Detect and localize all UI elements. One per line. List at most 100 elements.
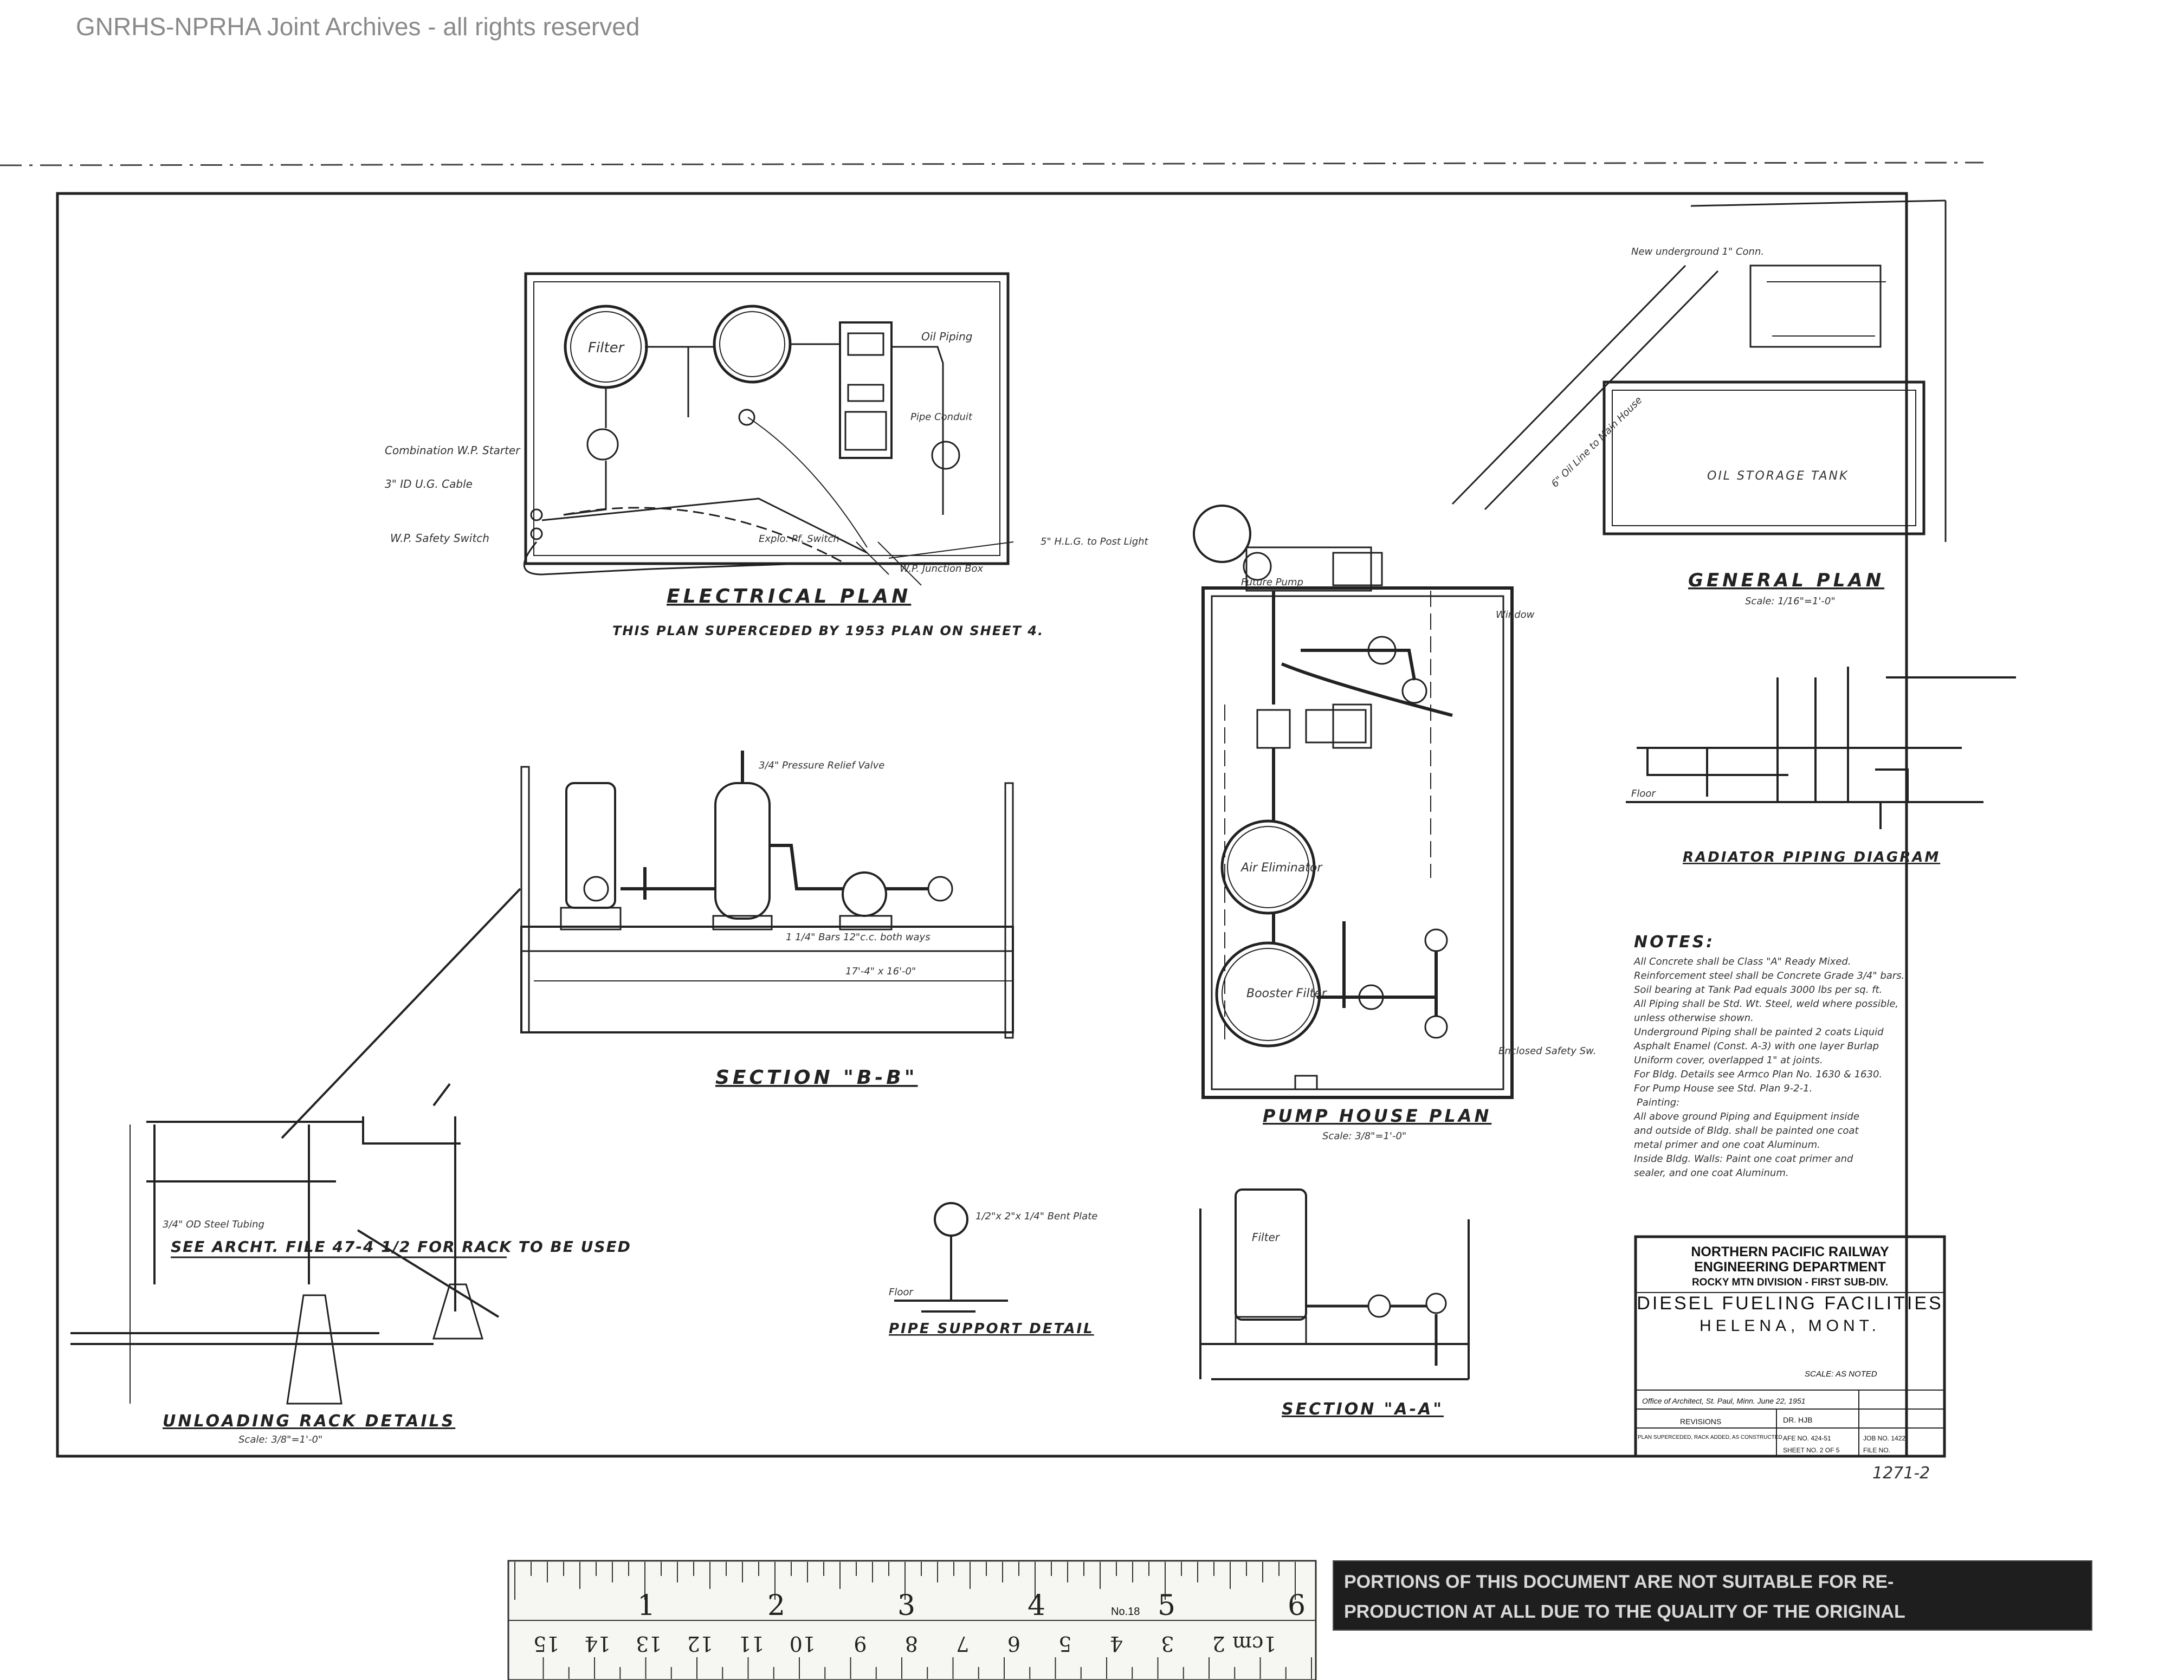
pipe-support-view: 1/2"x 2"x 1/4" Bent Plate Floor PIPE SUP… (889, 1202, 1097, 1337)
title-block: NORTHERN PACIFIC RAILWAY ENGINEERING DEP… (1634, 1235, 1946, 1458)
general-plan-title: GENERAL PLAN (1688, 570, 1884, 591)
pump-house-plan-title: PUMP HOUSE PLAN (1263, 1106, 1491, 1126)
svg-text:17'-4" x 16'-0": 17'-4" x 16'-0" (845, 966, 916, 977)
note-line: Reinforcement steel shall be Concrete Gr… (1634, 970, 1904, 981)
svg-text:Explo. Pf. Switch: Explo. Pf. Switch (759, 533, 839, 545)
tb-scale: SCALE: AS NOTED (1805, 1369, 1877, 1379)
disclaimer-line: PORTIONS OF THIS DOCUMENT ARE NOT SUITAB… (1344, 1572, 1894, 1592)
oil-storage-tank-label: OIL STORAGE TANK (1707, 469, 1849, 483)
tb-afe: AFE NO. 424-51 (1783, 1435, 1831, 1442)
svg-text:6" Oil Line to Main House: 6" Oil Line to Main House (1549, 395, 1645, 490)
tb-revisions: REVISIONS (1680, 1417, 1721, 1426)
tb-job: JOB NO. 1422 (1863, 1435, 1905, 1442)
ruler-inch-label: 2 (767, 1589, 785, 1622)
ruler-cm-label: 3 (1161, 1632, 1174, 1656)
drawing-number: 1271-2 (1872, 1464, 1930, 1483)
tb-division: ROCKY MTN DIVISION - FIRST SUB-DIV. (1692, 1277, 1888, 1288)
ruler-model: No.18 (1111, 1606, 1140, 1618)
unloading-rack-title: UNLOADING RACK DETAILS (163, 1412, 455, 1431)
tb-department: ENGINEERING DEPARTMENT (1694, 1259, 1886, 1275)
svg-text:1/2"x 2"x 1/4" Bent Plate: 1/2"x 2"x 1/4" Bent Plate (975, 1211, 1097, 1222)
note-line: All above ground Piping and Equipment in… (1633, 1111, 1859, 1122)
svg-text:Oil Piping: Oil Piping (921, 330, 972, 343)
note-line: Uniform cover, overlapped 1" at joints. (1634, 1055, 1823, 1066)
ruler-cm-label: 14 (585, 1632, 611, 1656)
tb-revision-note: PLAN SUPERCEDED, RACK ADDED, AS CONSTRUC… (1638, 1435, 1782, 1440)
svg-text:W.P. Safety Switch: W.P. Safety Switch (390, 532, 489, 545)
ruler-inch-label: 5 (1158, 1589, 1175, 1622)
svg-text:3/4" OD Steel Tubing: 3/4" OD Steel Tubing (163, 1219, 264, 1230)
svg-text:3" ID U.G. Cable: 3" ID U.G. Cable (385, 477, 473, 490)
disclaimer-text: PORTIONS OF THIS DOCUMENT ARE NOT SUITAB… (1344, 1572, 1905, 1622)
ruler-cm-label: 15 (533, 1632, 559, 1656)
ruler-cm-label: 1cm (1232, 1632, 1277, 1656)
tb-sheet: SHEET NO. 2 OF 5 (1783, 1446, 1840, 1454)
ruler-inch-label: 3 (897, 1589, 915, 1622)
disclaimer-line: PRODUCTION AT ALL DUE TO THE QUALITY OF … (1344, 1601, 1905, 1622)
section-aa-title: SECTION "A-A" (1282, 1400, 1444, 1419)
sheet-border (56, 192, 1908, 1458)
ruler-inch-label: 6 (1288, 1589, 1306, 1622)
ruler-cm-label: 11 (738, 1632, 764, 1656)
note-line: Underground Piping shall be painted 2 co… (1634, 1026, 1884, 1038)
tb-office: Office of Architect, St. Paul, Minn. Jun… (1642, 1397, 1805, 1405)
svg-text:Enclosed Safety Sw.: Enclosed Safety Sw. (1498, 1045, 1596, 1057)
electrical-plan-title: ELECTRICAL PLAN (667, 585, 911, 608)
svg-text:Future Pump: Future Pump (1241, 577, 1303, 588)
section-bb-view: 3/4" Pressure Relief Valve 1 1/4" Bars 1… (520, 751, 1014, 1089)
ruler-cm-label: 8 (905, 1632, 918, 1656)
ruler-cm-label: 7 (956, 1632, 969, 1656)
ruler-inch-label: 4 (1028, 1589, 1045, 1622)
air-eliminator-plan (1220, 819, 1316, 915)
booster-filter-plan (1215, 941, 1321, 1048)
radiator-floor-label: Floor (1631, 788, 1656, 799)
note-line: For Bldg. Details see Armco Plan No. 163… (1634, 1069, 1882, 1080)
ruler-cm-label: 12 (687, 1632, 713, 1656)
tb-title: DIESEL FUELING FACILITIES (1637, 1293, 1943, 1314)
section-aa-filter: Filter (1252, 1231, 1281, 1244)
general-plan-view: OIL STORAGE TANK New underground 1" Conn… (1451, 199, 1947, 607)
rack-note: SEE ARCHT. FILE 47-4 1/2 FOR RACK TO BE … (171, 1238, 631, 1256)
radiator-piping-title: RADIATOR PIPING DIAGRAM (1683, 849, 1940, 865)
note-line: unless otherwise shown. (1634, 1012, 1754, 1024)
note-line: For Pump House see Std. Plan 9-2-1. (1634, 1083, 1812, 1094)
svg-text:Pipe Conduit: Pipe Conduit (910, 411, 973, 423)
superceded-note: THIS PLAN SUPERCEDED BY 1953 PLAN ON SHE… (612, 623, 1044, 638)
svg-text:W.P. Junction Box: W.P. Junction Box (900, 563, 983, 574)
note-line: Painting: (1637, 1097, 1679, 1108)
note-line: metal primer and one coat Aluminum. (1634, 1139, 1820, 1151)
ruler-inch-label: 1 (637, 1589, 655, 1622)
notes-heading: NOTES: (1634, 933, 1715, 952)
svg-text:5" H.L.G. to Post Light: 5" H.L.G. to Post Light (1041, 536, 1149, 547)
unloading-rack-view: 3/4" OD Steel Tubing SEE ARCHT. FILE 47-… (70, 888, 631, 1445)
note-line: All Piping shall be Std. Wt. Steel, weld… (1633, 998, 1898, 1010)
disclaimer-strip: PORTIONS OF THIS DOCUMENT ARE NOT SUITAB… (1333, 1560, 2092, 1631)
ruler-cm-label: 9 (854, 1632, 867, 1656)
svg-text:New underground 1" Conn.: New underground 1" Conn. (1631, 246, 1764, 257)
ruler-cm-label: 4 (1110, 1632, 1123, 1656)
ruler-cm-label: 6 (1007, 1632, 1020, 1656)
tb-location: HELENA, MONT. (1700, 1317, 1881, 1335)
section-aa-view: Filter SECTION "A-A" (1199, 1188, 1470, 1419)
svg-text:3/4" Pressure Relief Valve: 3/4" Pressure Relief Valve (759, 760, 884, 771)
note-line: Asphalt Enamel (Const. A-3) with one lay… (1633, 1041, 1879, 1052)
notes-block: NOTES: All Concrete shall be Class "A" R… (1633, 933, 1904, 1179)
note-line: sealer, and one coat Aluminum. (1634, 1167, 1789, 1179)
svg-text:Booster Filter: Booster Filter (1246, 987, 1328, 1000)
pipe-support-floor: Floor (889, 1287, 914, 1298)
ruler-cm-label: 5 (1058, 1632, 1071, 1656)
pump-house-scale: Scale: 3/8"=1'-0" (1322, 1130, 1406, 1142)
section-bb-title: SECTION "B-B" (715, 1067, 918, 1089)
filter-label: Filter (588, 340, 625, 356)
note-line: Inside Bldg. Walls: Paint one coat prime… (1634, 1153, 1853, 1165)
ruler-cm-label: 2 (1212, 1632, 1225, 1656)
note-line: and outside of Bldg. shall be painted on… (1634, 1125, 1859, 1136)
air-eliminator-tank (713, 305, 792, 384)
general-plan-scale: Scale: 1/16"=1'-0" (1745, 596, 1836, 607)
ruler-cm-label: 13 (636, 1632, 662, 1656)
note-line: Soil bearing at Tank Pad equals 3000 lbs… (1634, 984, 1882, 996)
electrical-plan-view: Filter Combination W.P. Starter 3" ID U.… (385, 272, 1149, 638)
radiator-piping-view: Floor RADIATOR PIPING DIAGRAM (1626, 667, 2016, 865)
